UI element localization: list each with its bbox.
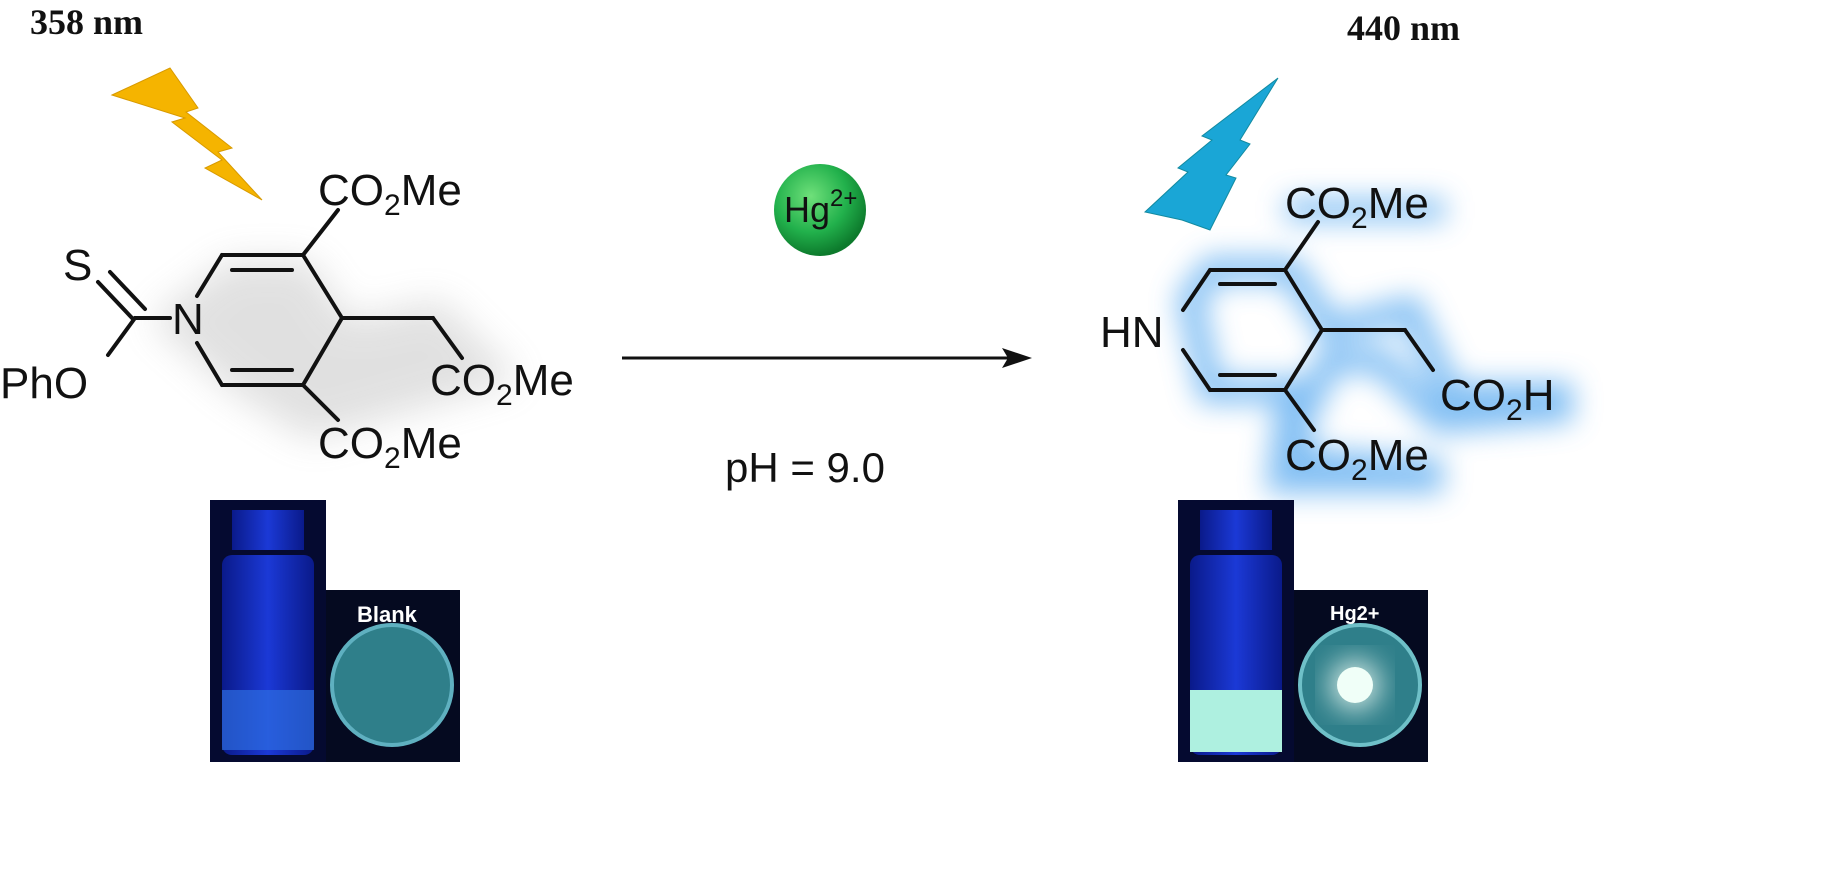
blank-vial-photo [210,500,326,762]
reactant-shadow [150,260,520,440]
hn-atom-label: HN [1100,308,1164,357]
hg-photo-label: Hg2+ [1330,603,1379,625]
reactant-co2me-bottom: CO2Me [318,419,462,475]
hg-fluorescence-photo: Hg2+ [1294,590,1428,762]
hg-ion-ball-icon [774,164,866,256]
hg-vial-photo [1178,500,1294,762]
product-co2me-bottom: CO2Me [1285,431,1429,487]
blank-photo-label: Blank [357,602,418,627]
reactant-co2me-top: CO2Me [318,166,462,222]
nitrogen-atom-label: N [172,295,204,344]
sulfur-atom-label: S [63,241,92,290]
emission-lightning-icon [1143,77,1279,231]
phenoxy-label: PhO [0,359,88,408]
reactant-structure [96,208,464,422]
excitation-wavelength-label: 358 nm [30,2,143,42]
emission-wavelength-label: 440 nm [1347,8,1460,48]
product-co2h-side: CO2H [1440,371,1554,427]
product-co2me-top: CO2Me [1285,179,1429,235]
hg-ion-label: Hg2+ [784,185,857,230]
reaction-condition-label: pH = 9.0 [725,444,885,491]
blank-fluorescence-photo: Blank [326,590,460,762]
product-structure [1181,220,1435,432]
excitation-lightning-icon [110,67,263,201]
reactant-co2me-side: CO2Me [430,356,574,412]
arrow-head-icon [1002,348,1032,368]
